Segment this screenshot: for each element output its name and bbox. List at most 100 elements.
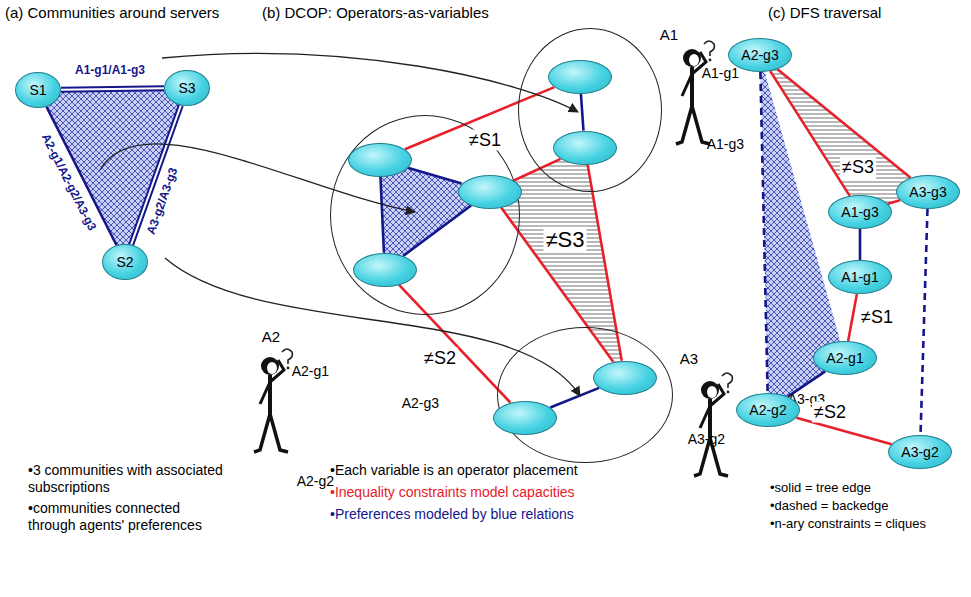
preference-relation	[860, 229, 861, 260]
node-label: A3-g2	[688, 431, 725, 447]
capacity-constraint	[514, 159, 561, 181]
variable-node: A2-g1	[813, 341, 877, 375]
variable-node: A2-g3	[728, 38, 792, 72]
bullet-note: •dashed = backedge	[770, 498, 888, 514]
variable-node: S3	[164, 70, 210, 106]
constraint-label: ≠S3	[544, 227, 587, 253]
capacity-constraint	[848, 294, 857, 341]
preference-relation	[46, 107, 116, 246]
preference-relation	[380, 177, 383, 253]
node-label: A2-g3	[741, 47, 778, 63]
mapping-arrow	[162, 54, 578, 112]
bullet-note: •Preferences modeled by blue relations	[330, 506, 574, 523]
variable-node: A2-g3	[458, 175, 522, 209]
node-label: A1-g3	[841, 204, 878, 220]
connector-line	[921, 209, 928, 435]
back-edge	[921, 209, 928, 435]
constraint-label: ≠S2	[422, 348, 458, 369]
community-hatch	[38, 88, 187, 262]
variable-node: A1-g1	[548, 60, 612, 94]
agent-label: A1	[660, 26, 678, 43]
variable-node: A2-g2	[353, 253, 417, 287]
node-label: A3-g3	[909, 184, 946, 200]
connector-line	[403, 206, 471, 256]
bullet-note: •communities connected through agents' p…	[28, 500, 223, 534]
variable-node: A3-g3	[896, 175, 960, 209]
node-label: S2	[116, 254, 133, 270]
panel-title: (c) DFS traversal	[768, 4, 881, 22]
node-label: A1-g1	[702, 65, 739, 81]
bullet-note: •n-ary constraints = cliques	[770, 516, 926, 532]
connector-line	[408, 168, 462, 184]
connector-line	[588, 165, 622, 361]
connector-line	[760, 72, 767, 393]
constraint-label: ≠S2	[812, 402, 848, 423]
connector-line	[380, 177, 383, 253]
agent-figure	[694, 373, 733, 476]
capacity-constraint	[399, 285, 510, 403]
variable-node: A3-g2	[888, 435, 952, 469]
preference-relation	[581, 94, 584, 131]
node-label: A3-g2	[901, 444, 938, 460]
connector-gap	[131, 105, 181, 244]
node-label: S1	[29, 82, 46, 98]
agent-label: A3	[680, 350, 698, 367]
relation-label: A1-g1/A1-g3	[73, 63, 147, 77]
variable-node: S1	[15, 72, 61, 108]
connector-line	[550, 388, 599, 408]
capacity-constraint	[770, 71, 849, 196]
bullet-note: •Each variable is an operator placement	[330, 462, 578, 479]
node-label: A2-g1	[826, 350, 863, 366]
node-label: A2-g3	[402, 395, 439, 411]
preference-relation	[61, 88, 164, 89]
mapping-arrows	[100, 54, 580, 396]
node-label: A2-g2	[749, 402, 786, 418]
relation-label: A2-g1/A2-g2/A3-g3	[38, 129, 100, 234]
hatched-cliques	[38, 55, 928, 410]
node-label: A1-g3	[707, 136, 744, 152]
capacity-constraint	[588, 165, 622, 361]
bullet-note: •3 communities with associated subscript…	[28, 462, 223, 496]
connector-line	[46, 107, 116, 246]
bullet-note: •Inequality constraints model capacities	[330, 484, 575, 501]
variable-node: A1-g3	[828, 195, 892, 229]
connector-line	[61, 88, 164, 89]
agent-region: A3A3-g3A3-g2	[497, 327, 673, 463]
connector-line	[859, 229, 862, 260]
preference-relation	[550, 388, 599, 408]
node-label: A2-g2	[297, 473, 334, 489]
constraint-label: ≠S1	[859, 307, 895, 328]
agent-region: A1A1-g1A1-g3	[518, 28, 662, 192]
agent-figure	[676, 41, 715, 144]
connector-line	[581, 94, 584, 131]
node-label: S3	[178, 80, 195, 96]
connector-line	[770, 71, 849, 196]
connector-line	[501, 208, 613, 362]
preference-relation	[131, 105, 181, 244]
constraint-label: ≠S1	[467, 130, 503, 151]
connector-line	[888, 200, 900, 204]
agent-figure	[254, 349, 293, 452]
relation-label: A3-g2/A3-g3	[143, 164, 181, 238]
connector-line	[131, 105, 181, 244]
connector-line	[514, 159, 561, 181]
variable-node: A3-g3	[593, 361, 657, 395]
capacity-constraint	[888, 200, 900, 204]
variable-node: A1-g1	[828, 260, 892, 294]
bullet-note: •solid = tree edge	[770, 480, 871, 496]
connector-gap	[61, 88, 164, 89]
panel-title: (a) Communities around servers	[5, 4, 219, 22]
node-label: A1-g1	[841, 269, 878, 285]
capacity-constraint	[501, 208, 613, 362]
variable-node: A3-g2	[493, 401, 557, 435]
connector-line	[848, 294, 857, 341]
variable-node: A1-g3	[553, 131, 617, 165]
variable-node: S2	[102, 244, 148, 280]
back-edge	[760, 72, 767, 393]
panel-title: (b) DCOP: Operators-as-variables	[262, 4, 489, 22]
variable-node: A2-g1	[348, 143, 412, 177]
preference-relation	[403, 206, 471, 256]
constraint-label: ≠S3	[840, 157, 876, 179]
preference-relation	[408, 168, 462, 184]
node-label: A2-g1	[292, 363, 329, 379]
